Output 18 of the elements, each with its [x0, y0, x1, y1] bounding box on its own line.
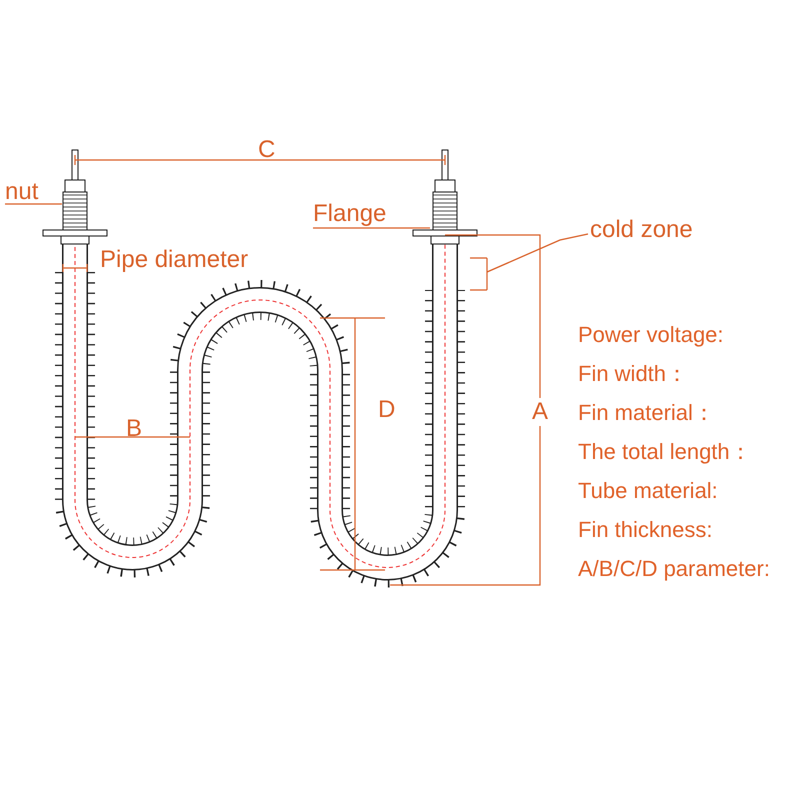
spec-label: Fin material： [578, 402, 715, 424]
leader-line [486, 233, 588, 273]
dimension-label: C [258, 138, 276, 162]
callout-label: nut [5, 180, 38, 204]
spec-label: The total length： [578, 441, 752, 463]
callout-label: Flange [313, 202, 386, 226]
dimension-label: A [532, 398, 548, 426]
leader-line [5, 203, 62, 205]
dimension-label: Pipe diameter [100, 248, 248, 272]
spec-label: Power voltage: [578, 324, 724, 346]
leader-line [313, 227, 430, 229]
spec-label: A/B/C/D parameter: [578, 558, 770, 580]
spec-label: Fin thickness: [578, 519, 712, 541]
callout-label: cold zone [590, 218, 693, 242]
dimension-label: B [126, 417, 142, 441]
spec-label: Tube material: [578, 480, 718, 502]
spec-label: Fin width： [578, 363, 688, 385]
dimension-label: D [378, 398, 396, 422]
